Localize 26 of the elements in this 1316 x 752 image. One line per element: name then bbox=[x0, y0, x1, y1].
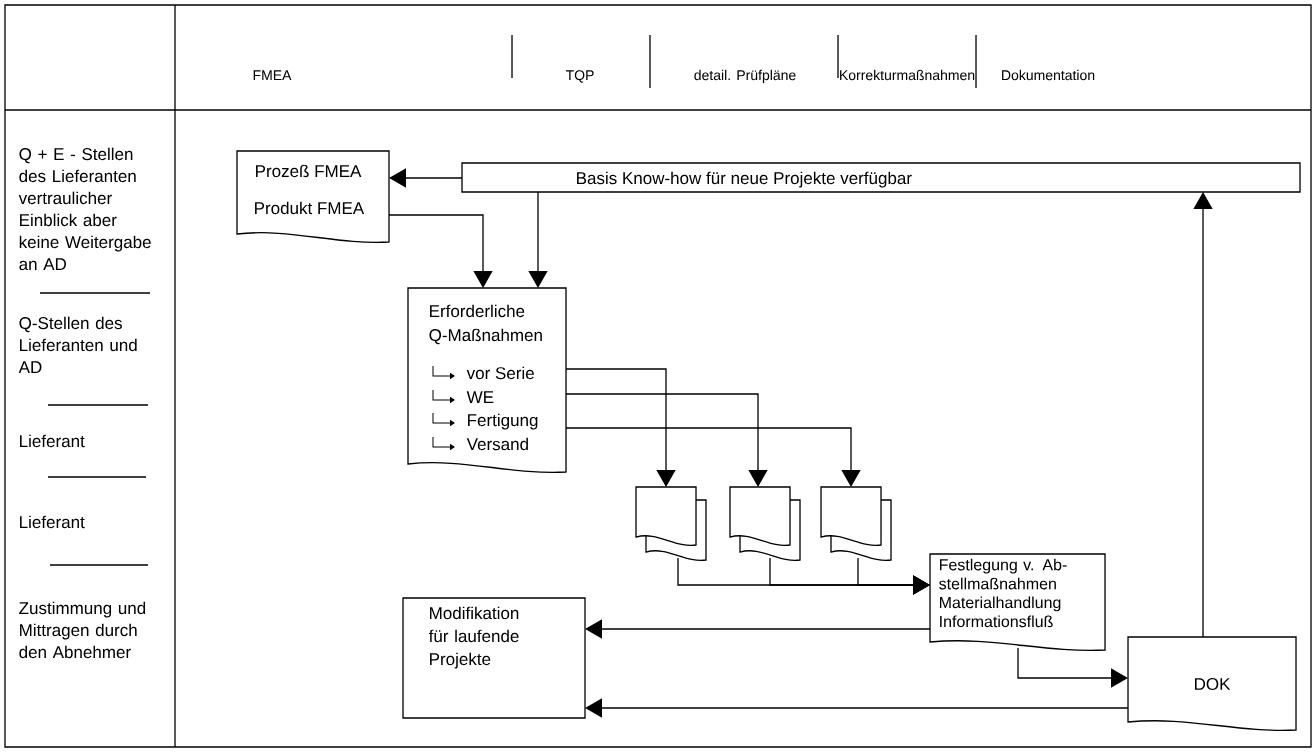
row-label: Q + E - Stellen des Lieferanten vertraulicher Einblick aber keine Weitergabe an AD bbox=[18, 147, 151, 271]
column-heading: Korrekturmaßnahmen bbox=[840, 69, 975, 81]
column-heading: Dokumentation bbox=[1002, 69, 1095, 81]
process-box: Basis Know-how für neue Projekte verfügbar bbox=[461, 162, 1301, 193]
arrow bbox=[528, 191, 548, 288]
column-heading: TQP bbox=[565, 70, 594, 83]
row-label: Zustimmung und Mittragen durch den Abnehmer bbox=[19, 601, 146, 659]
arrow bbox=[585, 619, 931, 639]
document-stack bbox=[820, 486, 892, 561]
column-heading: detail. Prüfpläne bbox=[694, 69, 796, 83]
document-stack bbox=[729, 486, 801, 561]
process-box: Modifikation für laufende Projekte bbox=[402, 597, 586, 719]
arrow bbox=[565, 368, 676, 487]
row-label: Q-Stellen des Lieferanten und AD bbox=[18, 316, 137, 373]
arrow bbox=[1017, 647, 1128, 688]
arrow bbox=[388, 214, 493, 288]
arrow bbox=[565, 393, 768, 487]
arrow bbox=[565, 427, 861, 487]
row-label: Lieferant bbox=[20, 515, 85, 529]
row-label: Lieferant bbox=[20, 434, 85, 448]
arrow bbox=[389, 168, 463, 188]
arrow bbox=[857, 557, 930, 595]
arrow bbox=[1193, 192, 1213, 638]
arrow bbox=[585, 698, 1129, 718]
column-heading: FMEA bbox=[253, 70, 292, 80]
document-stack bbox=[635, 486, 707, 561]
